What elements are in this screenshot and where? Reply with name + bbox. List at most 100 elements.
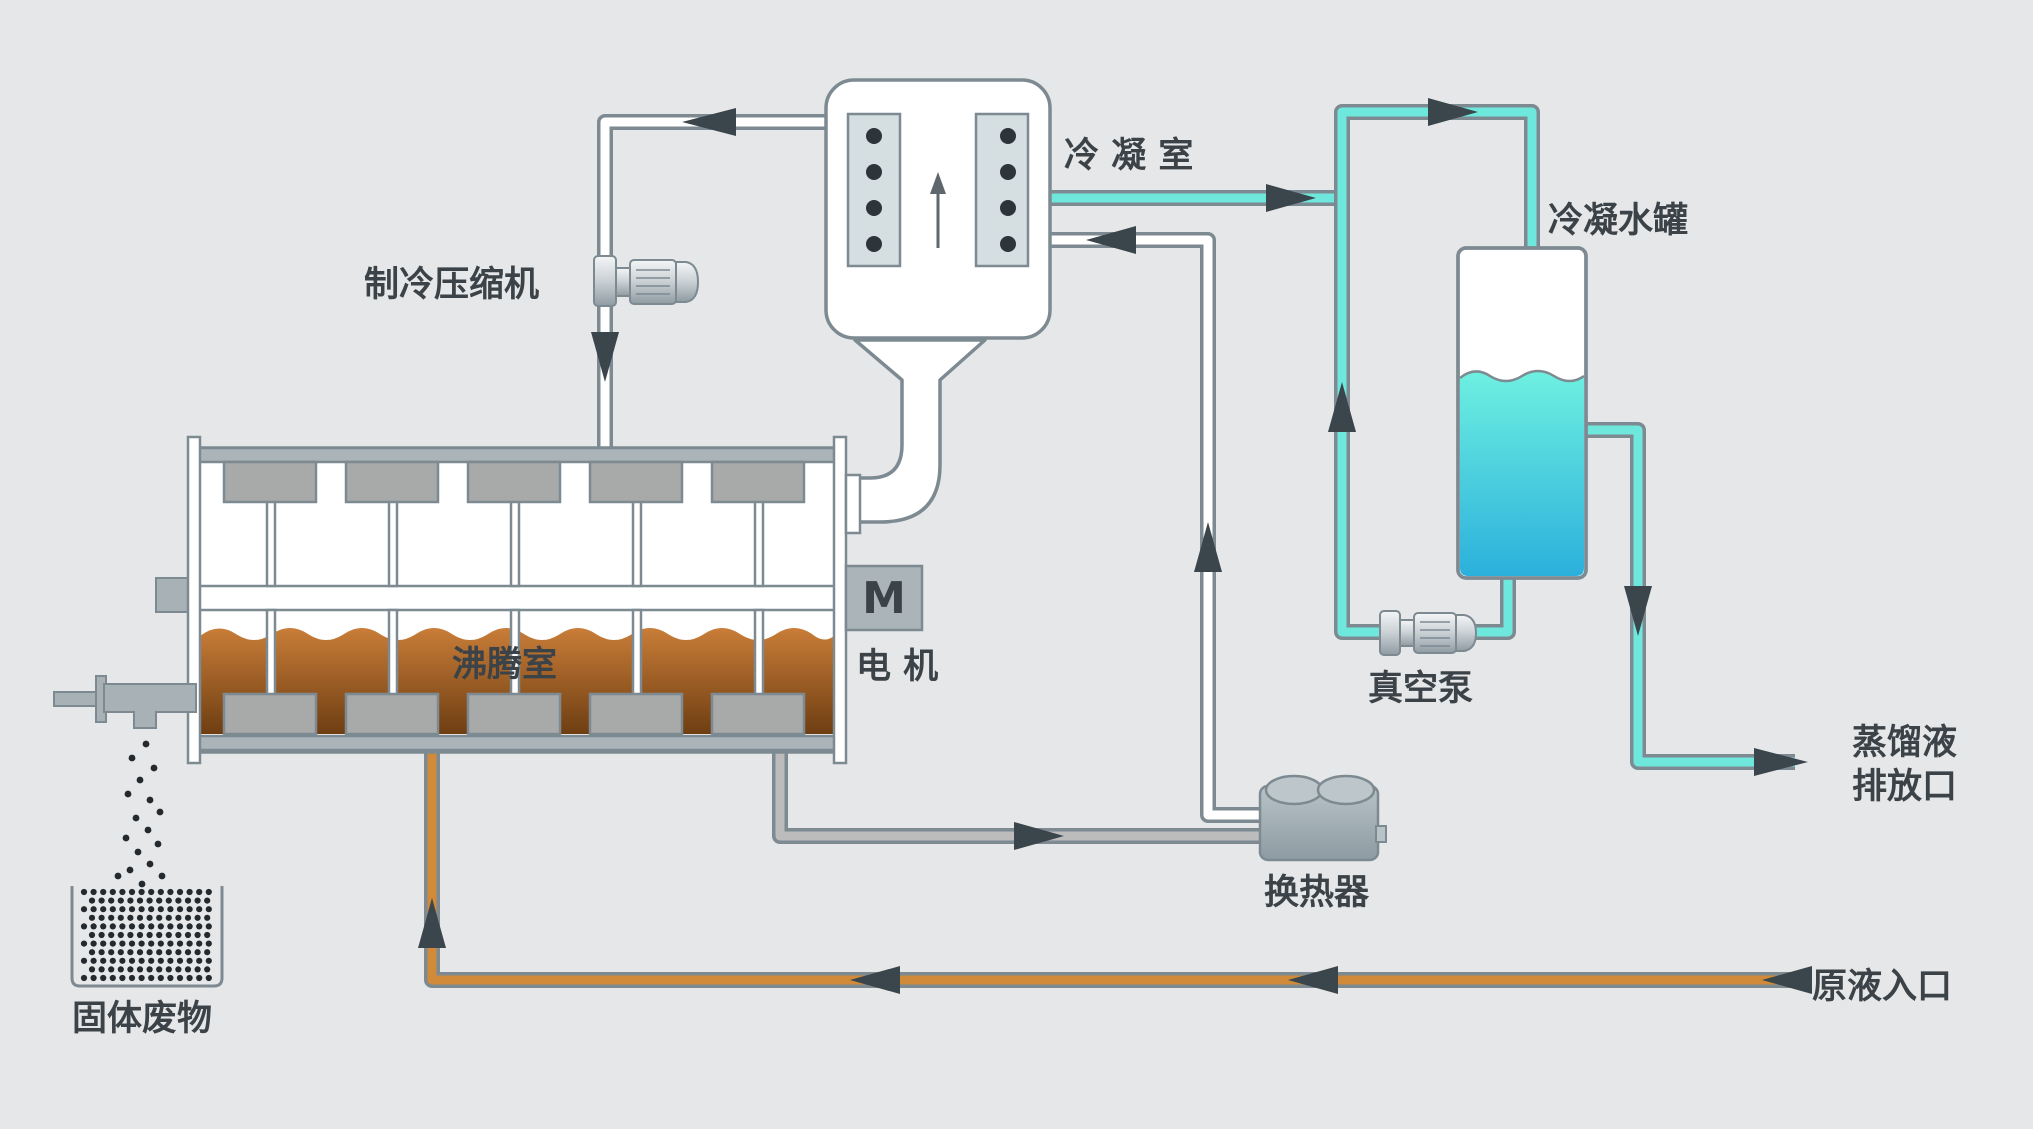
falling-solids <box>114 740 166 888</box>
solid-particle <box>196 957 203 964</box>
solid-particle <box>108 931 115 939</box>
solid-particle <box>186 923 193 930</box>
solid-particle <box>184 931 192 939</box>
solid-particle <box>157 974 164 982</box>
solid-particle <box>184 949 192 956</box>
solid-particle <box>119 906 126 913</box>
motor-label: 电 机 <box>856 647 938 687</box>
solid-particle <box>157 923 164 930</box>
boiling-chamber-label: 沸腾室 <box>452 644 557 685</box>
solid-particle <box>117 949 124 956</box>
solid-particle <box>196 888 203 896</box>
solid-particle <box>165 914 172 921</box>
solid-particle <box>146 966 153 973</box>
solid-particle <box>186 906 193 913</box>
solid-particle <box>119 974 126 982</box>
heat-exchanger-return-pipe <box>1050 232 1262 823</box>
arrow-left <box>1086 226 1136 254</box>
solid-particle <box>176 906 184 913</box>
solid-particle <box>127 949 134 956</box>
solid-particle <box>205 906 212 913</box>
motor-symbol: M <box>862 573 906 624</box>
solid-particle <box>165 966 172 973</box>
solid-particle <box>167 974 174 982</box>
vapor-duct <box>850 338 987 524</box>
solid-particle <box>194 897 201 904</box>
solid-particle <box>138 940 145 947</box>
solid-particle <box>128 974 136 982</box>
solid-particle <box>156 931 163 939</box>
vacuum-pump-label: 真空泵 <box>1368 669 1473 709</box>
solid-particle <box>156 897 163 904</box>
solid-particle <box>204 931 211 939</box>
solid-particle <box>80 906 88 913</box>
solid-particle <box>108 914 115 921</box>
solid-particle <box>109 923 116 930</box>
solid-particle <box>90 957 97 964</box>
solid-particle <box>148 974 155 982</box>
solid-waste-label: 固体废物 <box>72 999 212 1039</box>
solid-particle <box>88 949 96 956</box>
solid-particle <box>204 949 211 956</box>
solid-particle <box>138 957 145 964</box>
solid-particle <box>157 888 164 896</box>
solid-particle <box>204 897 211 904</box>
solid-particle <box>90 923 97 930</box>
solid-particle <box>109 974 116 982</box>
solid-particle <box>80 923 88 930</box>
arrow-left <box>850 966 900 994</box>
solid-particle <box>128 940 136 947</box>
solid-particle <box>194 949 201 956</box>
solid-particle <box>117 931 124 939</box>
solid-particle <box>98 949 105 956</box>
solid-particle <box>136 897 144 904</box>
arrow-left <box>682 108 736 136</box>
solid-particle <box>196 906 203 913</box>
solid-particle <box>80 974 88 982</box>
flow-arrows <box>418 98 1812 994</box>
vacuum-pump <box>1379 610 1478 656</box>
solid-particle <box>128 888 136 896</box>
solid-particle <box>119 957 126 964</box>
solid-particle <box>167 957 174 964</box>
solid-particle <box>156 966 163 973</box>
solid-waste-bin <box>70 886 224 988</box>
solid-particle <box>128 957 136 964</box>
solid-particle <box>196 974 203 982</box>
solid-particle <box>136 966 144 973</box>
solid-particle <box>146 897 153 904</box>
solid-particle <box>194 931 201 939</box>
solid-particle <box>148 940 155 947</box>
solid-particle <box>88 966 96 973</box>
solid-particle <box>108 897 115 904</box>
solid-particle <box>175 931 182 939</box>
solid-particle <box>205 974 212 982</box>
solid-particle <box>100 906 107 913</box>
arrow-left <box>1288 966 1338 994</box>
solid-particle <box>156 914 163 921</box>
vapor-up-arrow <box>930 172 946 194</box>
solid-particle <box>205 940 212 947</box>
solids-outlet <box>53 675 197 729</box>
solid-particle <box>117 914 124 921</box>
solid-particle <box>165 931 172 939</box>
solid-particle <box>184 966 192 973</box>
solid-particle <box>205 888 212 896</box>
solid-particle <box>109 940 116 947</box>
solid-particle <box>165 897 172 904</box>
condenser-label: 冷 凝 室 <box>1064 135 1193 176</box>
solid-particle <box>167 923 174 930</box>
solid-particle <box>184 914 192 921</box>
solid-particle <box>90 974 97 982</box>
solid-particle <box>167 940 174 947</box>
arrow-left <box>1762 966 1812 994</box>
solid-particle <box>80 957 88 964</box>
solid-particle <box>157 957 164 964</box>
arrow-down <box>591 332 619 382</box>
solid-particle <box>127 931 134 939</box>
solid-particle <box>184 897 192 904</box>
solid-particle <box>157 906 164 913</box>
solid-particle <box>175 914 182 921</box>
solid-particle <box>148 906 155 913</box>
